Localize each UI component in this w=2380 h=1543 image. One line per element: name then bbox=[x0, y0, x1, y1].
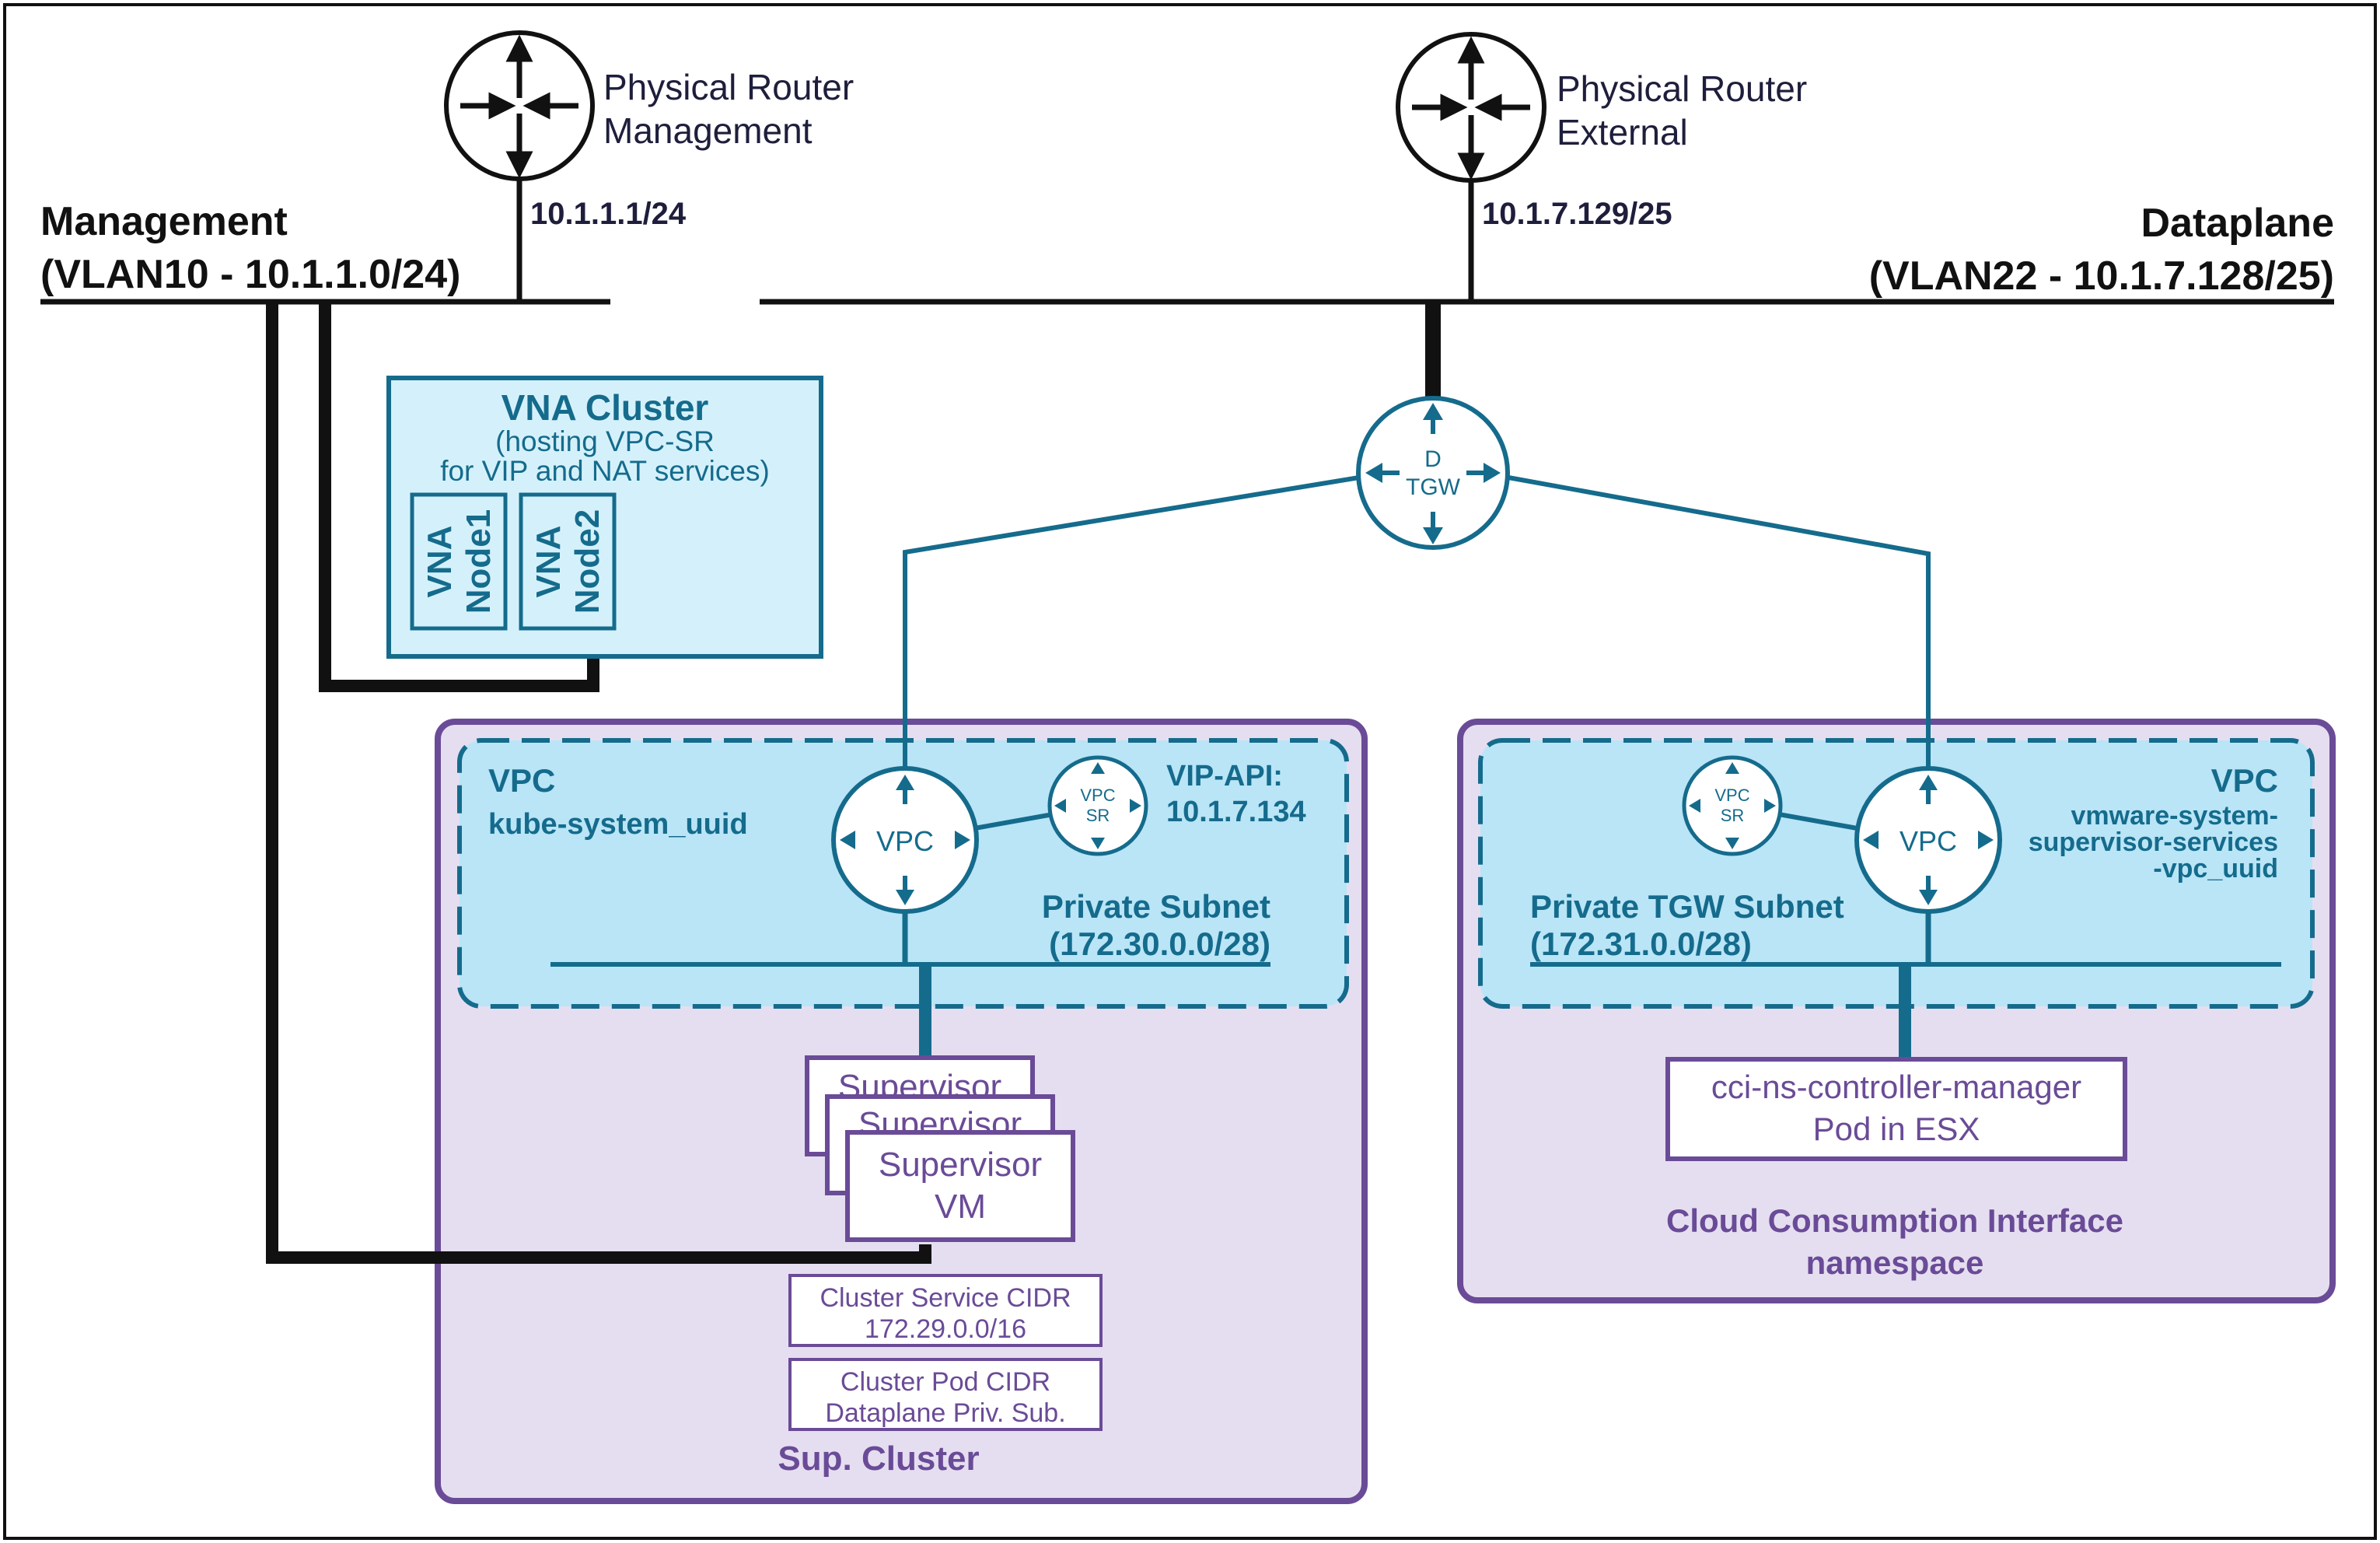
dataplane-vlan-label: (VLAN22 - 10.1.7.128/25) bbox=[1869, 254, 2334, 299]
cci-namespace-label-2: namespace bbox=[1806, 1244, 1984, 1281]
right-vpc-router-label: VPC bbox=[1899, 825, 1957, 857]
cluster-pod-cidr-label: Cluster Pod CIDR bbox=[841, 1367, 1050, 1397]
supervisor-vm-label-2: VM bbox=[935, 1188, 986, 1226]
cci-namespace-label-1: Cloud Consumption Interface bbox=[1666, 1202, 2123, 1239]
mgmt-router-label-1: Physical Router bbox=[603, 67, 854, 107]
right-vpc-sr-label-b: SR bbox=[1721, 806, 1745, 825]
mgmt-router-icon bbox=[444, 30, 595, 181]
right-vpc-title: VPC bbox=[2211, 762, 2278, 799]
cci-pod-box bbox=[1665, 1057, 2127, 1161]
left-vpc-title: VPC bbox=[488, 762, 555, 799]
cluster-service-cidr-box bbox=[788, 1274, 1103, 1347]
ext-router-icon bbox=[1396, 32, 1546, 183]
left-vpc-sr-icon bbox=[1047, 755, 1148, 856]
vna-node1-label-b: Node1 bbox=[460, 509, 498, 614]
vna-cluster-sub-1: (hosting VPC-SR bbox=[495, 425, 715, 457]
ext-router-ip: 10.1.7.129/25 bbox=[1482, 197, 1672, 231]
right-subnet-label: Private TGW Subnet bbox=[1530, 888, 1844, 925]
right-vpc-name-3: -vpc_uuid bbox=[2153, 854, 2278, 883]
right-subnet-cidr: (172.31.0.0/28) bbox=[1530, 925, 1752, 962]
left-subnet-label: Private Subnet bbox=[1042, 888, 1270, 925]
left-subnet-cidr: (172.30.0.0/28) bbox=[1049, 925, 1270, 962]
vna-node2-box bbox=[519, 492, 617, 631]
supervisor-vm-label-1: Supervisor bbox=[879, 1146, 1042, 1184]
tgw-router-icon bbox=[1356, 396, 1510, 550]
cci-pod-label-2: Pod in ESX bbox=[1813, 1111, 1980, 1147]
right-vpc-name-2: supervisor-services bbox=[2029, 827, 2278, 857]
cluster-service-cidr-label: Cluster Service CIDR bbox=[820, 1283, 1071, 1313]
vip-api-label: VIP-API: bbox=[1166, 760, 1283, 792]
vna-node2-label-b: Node2 bbox=[568, 509, 606, 614]
tgw-label-2: TGW bbox=[1406, 474, 1461, 500]
right-vpc-sr-label-a: VPC bbox=[1714, 785, 1749, 805]
cluster-pod-cidr-value: Dataplane Priv. Sub. bbox=[825, 1398, 1065, 1428]
cci-pod-label-1: cci-ns-controller-manager bbox=[1711, 1069, 2081, 1105]
mgmt-to-supervisor-link bbox=[266, 302, 931, 1264]
sup-cluster-label: Sup. Cluster bbox=[778, 1440, 979, 1478]
tgw-to-left-vpc-link bbox=[903, 475, 1360, 770]
vip-api-ip: 10.1.7.134 bbox=[1166, 796, 1306, 828]
mgmt-router-label-2: Management bbox=[603, 110, 813, 151]
tgw-to-right-vpc-link bbox=[1508, 475, 1931, 770]
management-network-label: Management bbox=[40, 199, 288, 244]
left-vpc-router-label: VPC bbox=[876, 825, 934, 857]
left-vpc-sr-label-a: VPC bbox=[1080, 785, 1115, 805]
ext-router-label-1: Physical Router bbox=[1557, 68, 1807, 109]
tgw-label-1: D bbox=[1424, 446, 1442, 472]
vna-cluster-sub-2: for VIP and NAT services) bbox=[440, 455, 770, 487]
mgmt-to-vna-link bbox=[319, 302, 599, 692]
ext-router-label-2: External bbox=[1557, 112, 1688, 152]
cluster-pod-cidr-box bbox=[788, 1358, 1103, 1431]
left-vpc-router-icon bbox=[831, 766, 979, 914]
vna-node1-box bbox=[410, 492, 508, 631]
left-vpc-name: kube-system_uuid bbox=[488, 808, 748, 841]
right-vpc-to-sr-link bbox=[1774, 811, 1862, 831]
dataplane-network-label: Dataplane bbox=[2141, 201, 2334, 246]
right-vpc-name-1: vmware-system- bbox=[2071, 801, 2278, 831]
left-vpc-sr-label-b: SR bbox=[1086, 806, 1110, 825]
vna-node2-label-a: VNA bbox=[529, 526, 568, 598]
cluster-service-cidr-value: 172.29.0.0/16 bbox=[865, 1314, 1026, 1344]
mgmt-router-ip: 10.1.1.1/24 bbox=[530, 197, 687, 231]
vna-node1-label-a: VNA bbox=[421, 526, 459, 598]
left-vpc-to-sr-link bbox=[970, 811, 1058, 831]
supervisor-vm-front bbox=[845, 1130, 1075, 1242]
vna-cluster-title: VNA Cluster bbox=[502, 387, 709, 428]
management-vlan-label: (VLAN10 - 10.1.1.0/24) bbox=[40, 252, 460, 297]
right-vpc-router-icon bbox=[1854, 766, 2002, 914]
right-vpc-sr-icon bbox=[1682, 755, 1783, 856]
